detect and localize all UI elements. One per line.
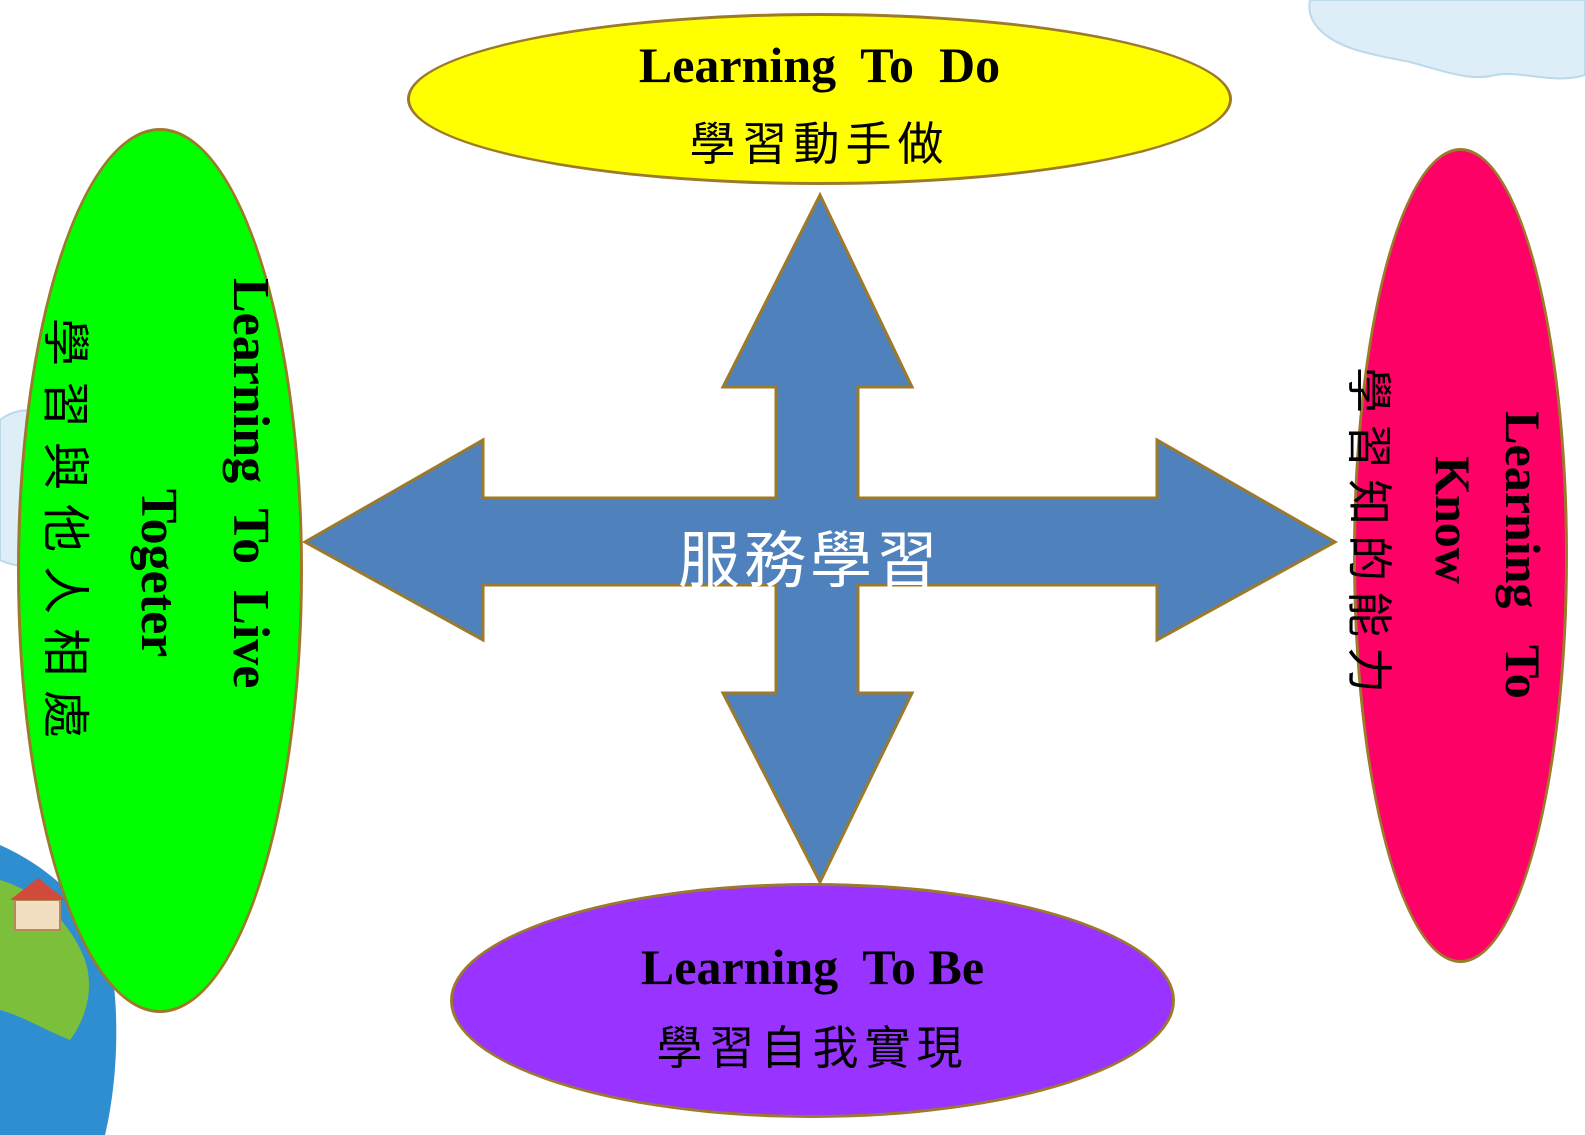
pillar-right-english-line1: Learning To	[1495, 411, 1551, 699]
pillar-learning-to-be	[450, 883, 1175, 1118]
pillar-learning-to-live-together	[17, 128, 303, 1013]
pillar-top-chinese: 學習動手做	[689, 117, 950, 171]
pillar-left-chinese: 學習與他人相處	[37, 318, 93, 753]
pillar-right-chinese: 學習知的能力	[1342, 367, 1396, 703]
pillar-left-english-line2: Togeter	[130, 488, 187, 658]
pillar-top-english: Learning To Do	[638, 37, 1001, 93]
pillar-right-english-line2: Know	[1425, 456, 1481, 584]
pillar-left-english-line1: Learning To Live	[222, 278, 279, 689]
cloud-top-right-icon	[1308, 0, 1585, 80]
pillar-learning-to-know	[1353, 148, 1568, 963]
center-label: 服務學習	[677, 524, 942, 597]
pillar-learning-to-do	[407, 13, 1232, 185]
pillar-bottom-english: Learning To Be	[640, 939, 985, 995]
arrow-shape	[301, 191, 1339, 886]
pillar-bottom-chinese: 學習自我實現	[656, 1021, 969, 1075]
